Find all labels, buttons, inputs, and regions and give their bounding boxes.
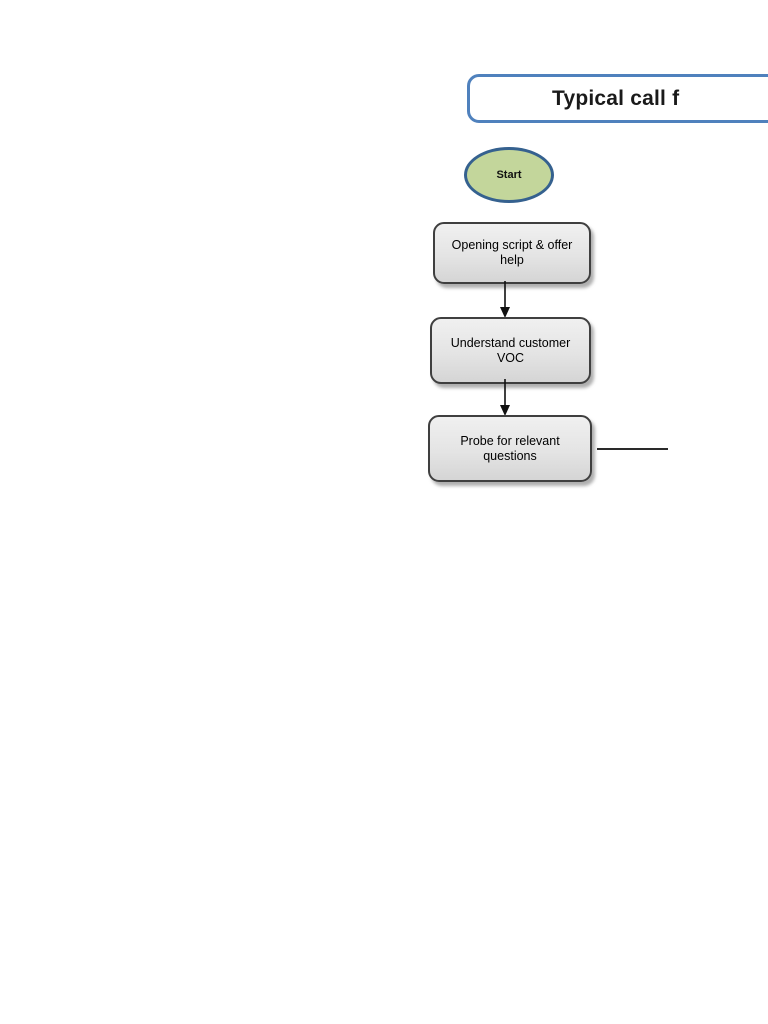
title-text: Typical call f [552, 86, 680, 110]
flow-node-label: Probe for relevant questions [460, 433, 560, 463]
flow-node-label: Opening script & offer help [451, 238, 573, 267]
flow-node-opening-script: Opening script & offer help [433, 222, 591, 284]
flow-arrow-down-2 [500, 379, 510, 416]
flow-node-start: Start [464, 147, 554, 203]
start-node-label: Start [496, 169, 522, 181]
flow-node-label: Understand customer VOC [450, 335, 571, 365]
flow-arrow-down-1 [500, 281, 510, 318]
flow-node-understand-voc: Understand customer VOC [430, 317, 591, 384]
connector-line-right [597, 448, 668, 450]
flow-node-probe-questions: Probe for relevant questions [428, 415, 592, 482]
title-banner: Typical call f [467, 74, 768, 123]
